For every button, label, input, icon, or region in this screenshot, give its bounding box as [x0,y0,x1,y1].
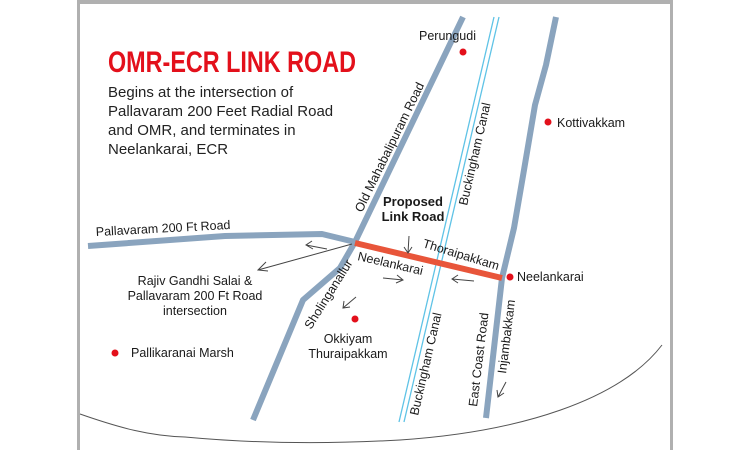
marker-pallikaranai [111,349,119,357]
frame-top [78,0,673,4]
proposed-link-road [354,240,503,281]
intersection-note-line-2: Pallavaram 200 Ft Road [128,289,263,303]
proposed-label-line-1: Proposed [383,194,443,209]
description-line-3: and OMR, and terminates in [108,122,296,139]
place-markers [111,48,552,357]
description-line-4: Neelankarai, ECR [108,141,228,158]
kottivakkam-label: Kottivakkam [557,116,625,130]
pallavaram-road [87,231,356,249]
buckingham-canal-line-2 [403,16,500,423]
pallikaranai-label: Pallikaranai Marsh [131,346,234,360]
okkiyam-label-line-1: Okkiyam [324,332,373,346]
proposed-pointer-arrow [403,235,413,254]
marker-perungudi [459,48,467,56]
intersection-note-line-1: Rajiv Gandhi Salai & [138,274,253,288]
map-title: OMR-ECR LINK ROAD [108,46,356,79]
proposed-label-line-2: Link Road [382,209,445,224]
marker-okkiyam [351,315,359,323]
direction-arrow-east [382,274,404,284]
direction-arrow-sholinganallur [342,296,357,309]
intersection-pointer-arrow [256,243,353,272]
direction-arrow-injambakkam [496,381,507,398]
omr-road [250,15,466,422]
direction-arrow-thoraipakkam [451,274,475,284]
buckingham-canal-line-1 [398,16,495,423]
marker-neelankarai [506,273,514,281]
neelankarai-label: Neelankarai [517,270,584,284]
frame-left [77,0,80,450]
description-line-1: Begins at the intersection of [108,84,294,101]
coastline [79,344,663,444]
perungudi-label: Perungudi [419,29,476,43]
okkiyam-label-line-2: Thuraipakkam [308,347,387,361]
direction-arrow-west [305,240,328,250]
description-line-2: Pallavaram 200 Feet Radial Road [108,103,333,120]
frame-right [670,0,673,450]
intersection-note-line-3: intersection [163,304,227,318]
arrows [256,235,507,398]
marker-kottivakkam [544,118,552,126]
